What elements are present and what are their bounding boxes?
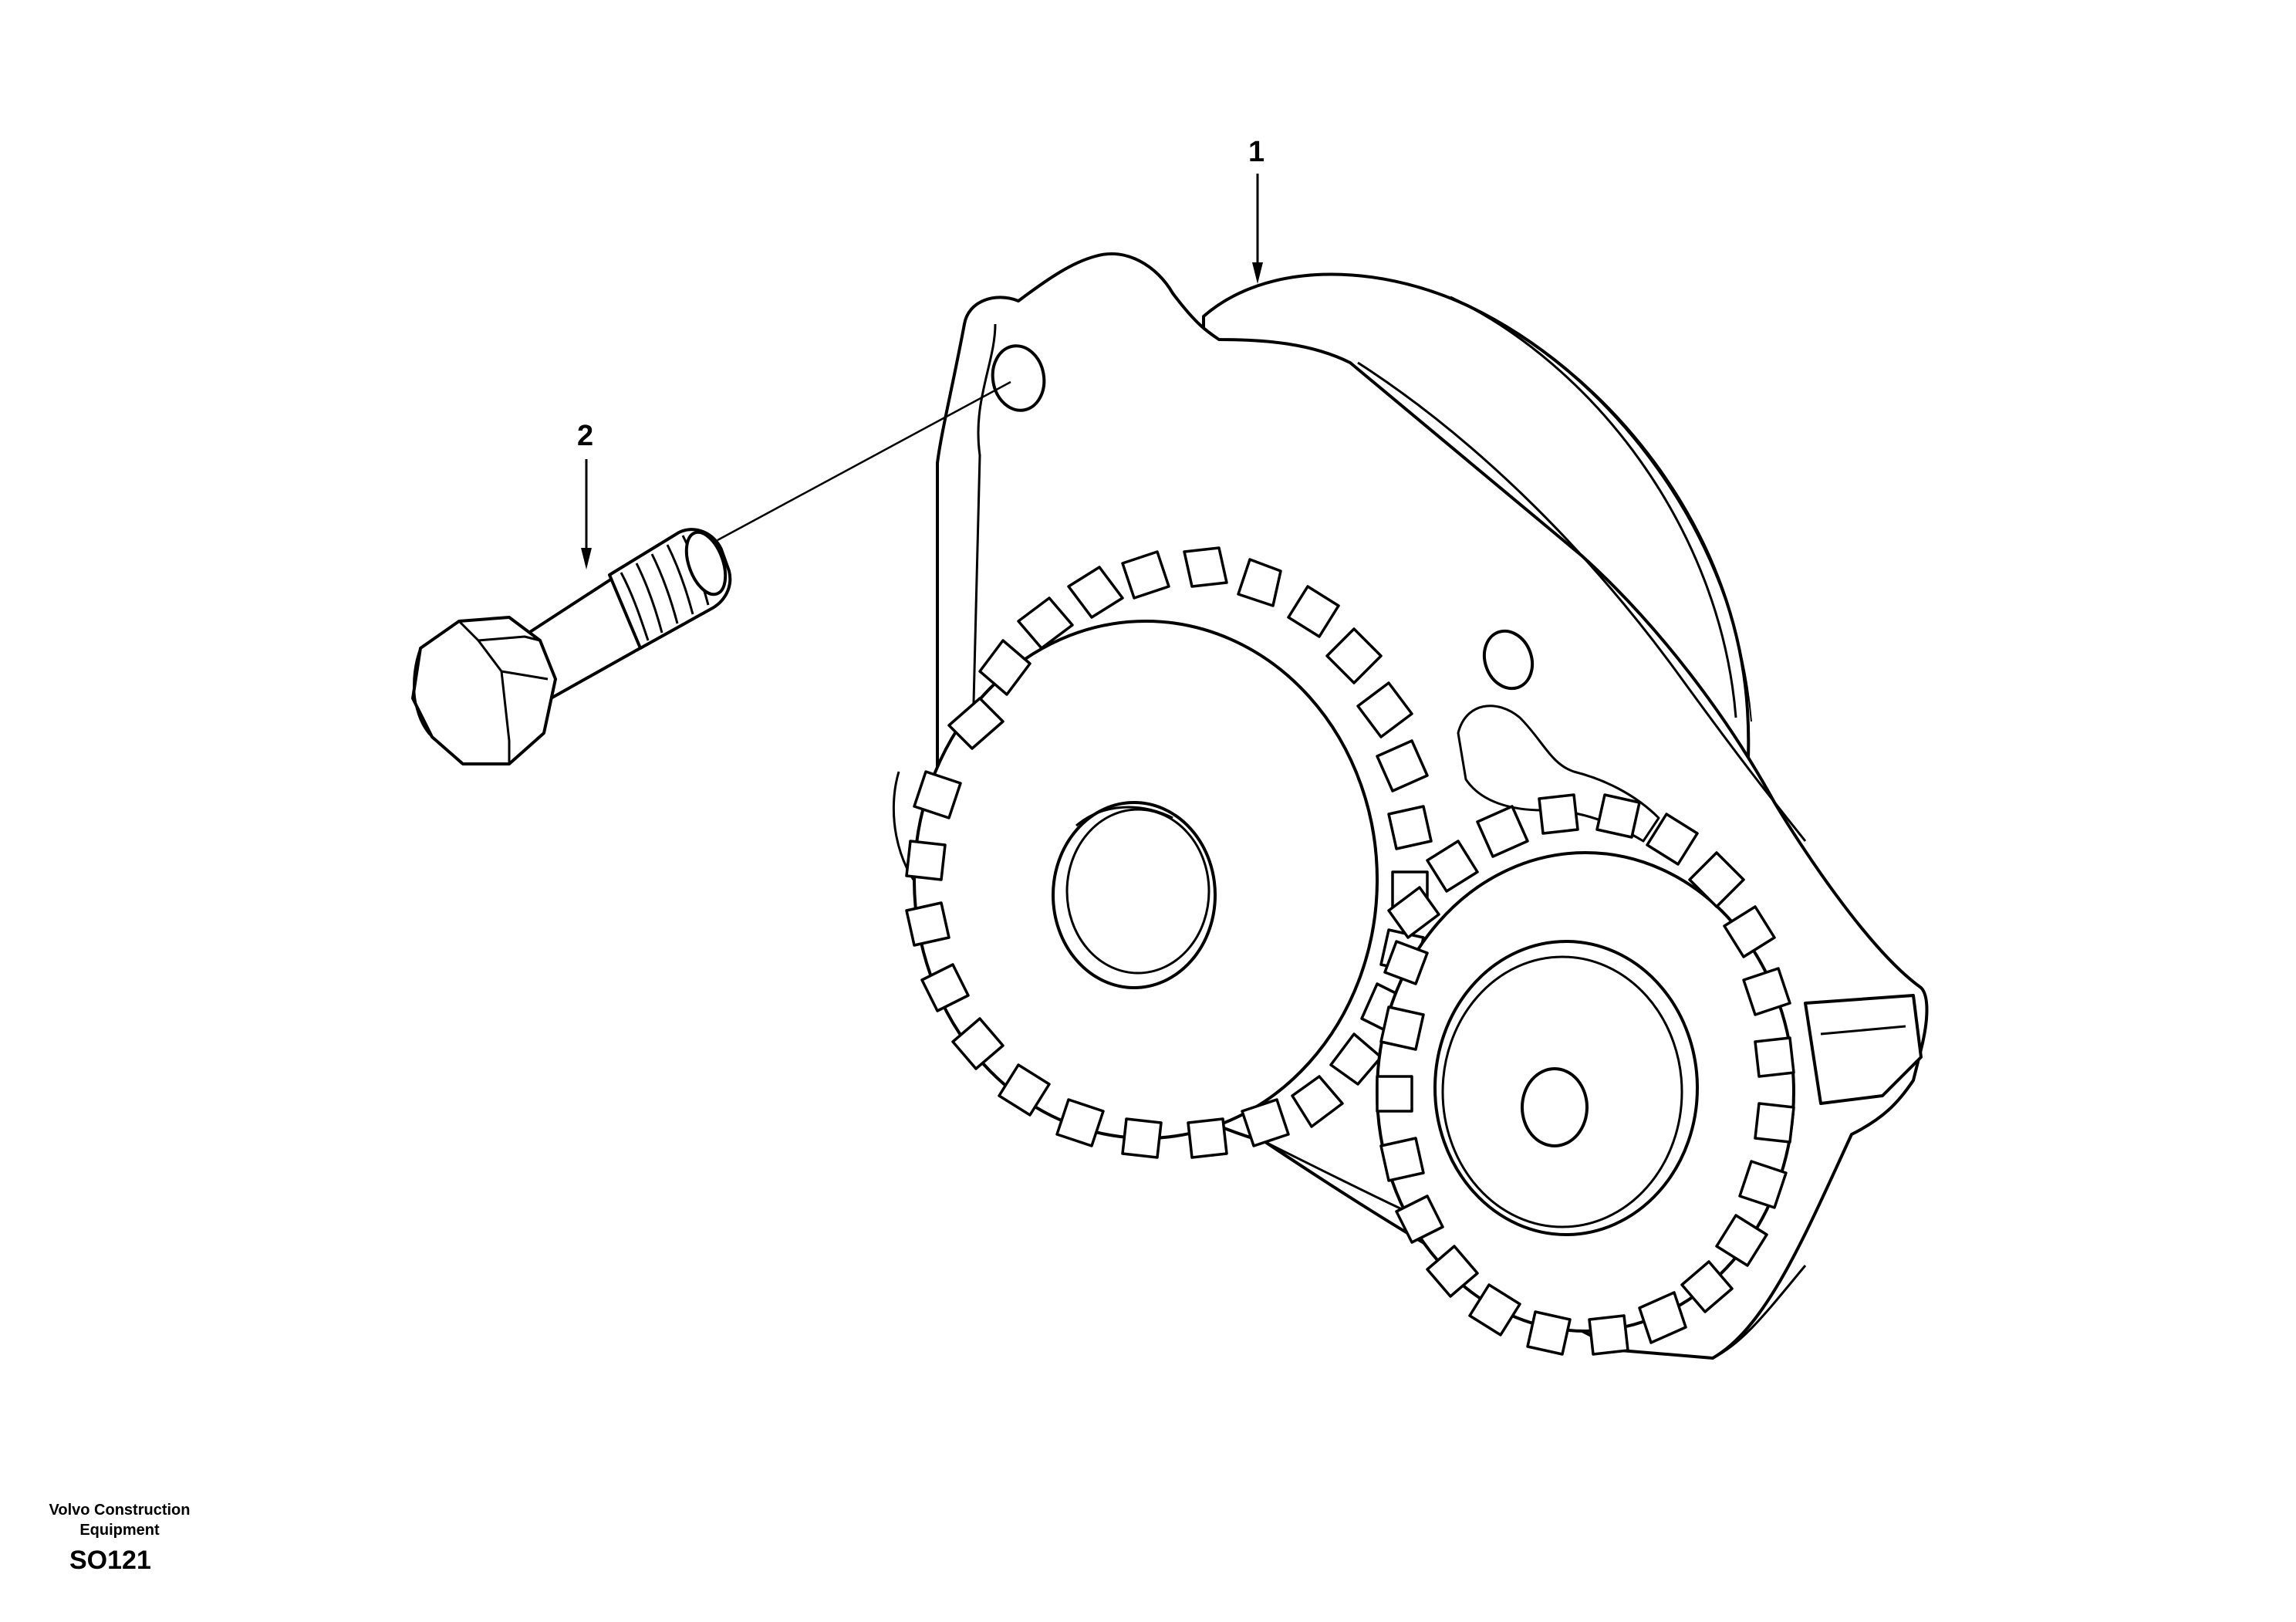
bolt-alignment-line: [717, 380, 1011, 542]
drawing-code: SO121: [69, 1546, 151, 1575]
callout-1-arrowhead: [1252, 262, 1263, 284]
brand-name-line-1: Volvo Construction: [49, 1502, 191, 1519]
hex-bolt: [411, 528, 732, 765]
drive-gear: [905, 546, 1433, 1159]
driven-gear: [1376, 793, 1795, 1356]
callout-2-arrowhead: [581, 548, 592, 569]
brand-name-line-2: Equipment: [79, 1522, 160, 1539]
callout-leaders: [581, 174, 1263, 569]
callout-label-2: 2: [577, 420, 594, 452]
callout-label-1: 1: [1248, 136, 1265, 168]
